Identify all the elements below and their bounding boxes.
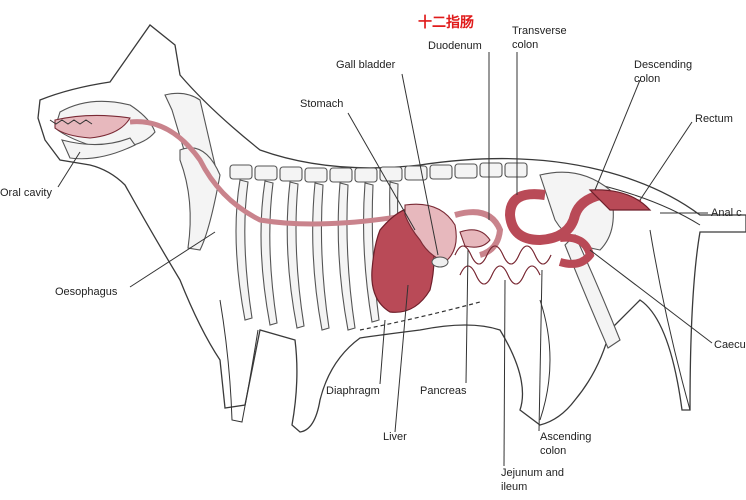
label-duodenum: Duodenum (428, 40, 482, 52)
small-intestine-inner (454, 245, 552, 285)
tail-spine (599, 184, 701, 411)
gall-bladder-shape (431, 256, 449, 268)
leader-lines (57, 52, 713, 467)
oesophagus (129, 119, 411, 227)
rectum-shape (588, 189, 652, 211)
colon-shape (504, 189, 642, 246)
label-rectum: Rectum (695, 113, 733, 125)
label-oral-cavity: Oral cavity (0, 187, 52, 199)
label-jejunum-ileum: Jejunum and ileum (501, 467, 564, 493)
label-anal-canal: Anal c (711, 207, 742, 219)
label-ascending-colon: Ascending colon (540, 431, 592, 457)
label-oesophagus: Oesophagus (55, 286, 118, 298)
label-caecum: Caecu (714, 339, 746, 351)
label-pancreas: Pancreas (420, 385, 467, 397)
teeth (49, 119, 93, 125)
oral-cavity-shape (54, 114, 131, 139)
label-descending-colon: Descending colon (634, 59, 693, 85)
lower-jaw (61, 137, 136, 160)
label-transverse-colon: Transverse colon (512, 25, 567, 51)
label-stomach: Stomach (300, 98, 344, 110)
pancreas-shape (459, 229, 491, 248)
label-diaphragm: Diaphragm (326, 385, 380, 397)
front-leg-outline (219, 299, 259, 423)
label-gall-bladder: Gall bladder (336, 59, 396, 71)
hind-leg-outline (539, 299, 551, 421)
caecum-shape (558, 233, 595, 268)
duodenum-chinese-annotation: 十二指肠 (418, 15, 474, 31)
label-liver: Liver (383, 431, 407, 443)
vertebrae (229, 162, 528, 183)
